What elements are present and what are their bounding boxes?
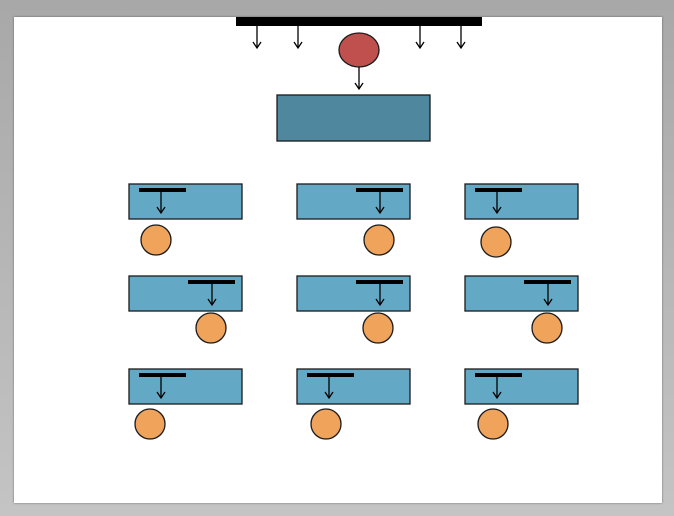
module-1 xyxy=(128,183,243,256)
module-bar xyxy=(475,373,522,377)
module-6 xyxy=(464,275,579,344)
module-arrowhead xyxy=(375,298,385,307)
top-bar xyxy=(236,17,482,26)
output-circle xyxy=(195,312,227,344)
module-bar xyxy=(356,188,403,192)
module-5 xyxy=(296,275,411,344)
output-circle xyxy=(363,224,395,256)
module-7 xyxy=(128,368,243,440)
module-grid xyxy=(128,183,579,440)
module-arrowhead xyxy=(492,206,502,215)
module-9 xyxy=(464,368,579,440)
top-arrowhead-2 xyxy=(293,41,303,50)
module-bar xyxy=(356,280,403,284)
module-4 xyxy=(128,275,243,344)
module-bar xyxy=(139,373,186,377)
output-circle xyxy=(477,408,509,440)
hub-rectangle xyxy=(276,94,431,142)
module-arrowhead xyxy=(543,298,553,307)
source-node-circle xyxy=(338,32,380,68)
module-arrowhead xyxy=(207,298,217,307)
module-bar xyxy=(188,280,235,284)
top-arrowhead-3 xyxy=(415,41,425,50)
output-circle xyxy=(531,312,563,344)
module-bar xyxy=(307,373,354,377)
module-8 xyxy=(296,368,411,440)
source-to-hub-arrowhead xyxy=(354,82,364,91)
output-circle xyxy=(140,224,172,256)
top-bar-arrows xyxy=(252,26,466,50)
module-bar xyxy=(475,188,522,192)
module-3 xyxy=(464,183,579,258)
output-circle xyxy=(134,408,166,440)
output-circle xyxy=(310,408,342,440)
module-2 xyxy=(296,183,411,256)
module-bar xyxy=(524,280,571,284)
output-circle xyxy=(480,226,512,258)
module-bar xyxy=(139,188,186,192)
module-arrowhead xyxy=(324,391,334,400)
module-arrowhead xyxy=(156,206,166,215)
module-arrowhead xyxy=(375,206,385,215)
module-arrowhead xyxy=(156,391,166,400)
top-arrowhead-4 xyxy=(456,41,466,50)
output-circle xyxy=(362,312,394,344)
top-arrowhead-1 xyxy=(252,41,262,50)
module-arrowhead xyxy=(492,391,502,400)
